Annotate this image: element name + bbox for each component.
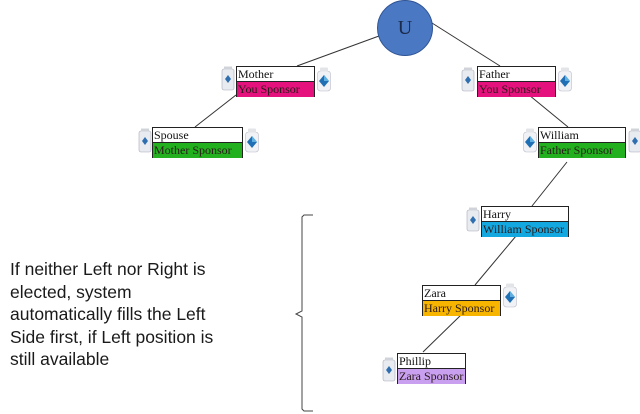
node-sponsor: You Sponsor <box>478 82 555 97</box>
tree-node-william[interactable]: William Father Sponsor <box>538 127 626 158</box>
product-bottle-icon <box>523 128 537 153</box>
node-sponsor: Father Sponsor <box>539 143 625 158</box>
product-bottle-icon <box>461 67 475 92</box>
root-node-you[interactable]: U <box>377 0 433 56</box>
edge-root-father <box>431 22 501 67</box>
product-bottle-icon <box>503 283 517 308</box>
node-name: Father <box>478 67 555 82</box>
product-bottle-icon <box>317 67 331 92</box>
product-bottle-icon <box>628 128 640 153</box>
product-bottle-icon <box>245 128 259 153</box>
product-bottle-icon <box>558 67 572 92</box>
node-name: William <box>539 128 625 143</box>
tree-node-spouse[interactable]: Spouse Mother Sponsor <box>152 127 243 158</box>
edge-zara-phillip <box>422 313 463 353</box>
edge-root-mother <box>296 35 380 67</box>
node-sponsor: Mother Sponsor <box>153 143 242 158</box>
note-line: still available <box>10 349 110 369</box>
node-name: Zara <box>423 286 500 301</box>
note-line: elected, system <box>10 281 132 302</box>
tree-node-harry[interactable]: Harry William Sponsor <box>481 206 569 237</box>
node-sponsor: Harry Sponsor <box>423 301 500 316</box>
edge-mother-spouse <box>194 94 237 128</box>
node-sponsor: Zara Sponsor <box>398 369 465 384</box>
node-name: Harry <box>482 207 568 222</box>
node-sponsor: You Sponsor <box>237 82 314 97</box>
tree-node-phillip[interactable]: Phillip Zara Sponsor <box>397 353 466 384</box>
product-bottle-icon <box>466 207 480 232</box>
tree-node-father[interactable]: Father You Sponsor <box>477 66 556 97</box>
product-bottle-icon <box>221 66 235 91</box>
edge-harry-zara <box>474 235 517 286</box>
product-bottle-icon <box>138 128 152 153</box>
node-sponsor: William Sponsor <box>482 222 568 237</box>
node-name: Phillip <box>398 354 465 369</box>
tree-node-mother[interactable]: Mother You Sponsor <box>236 66 315 97</box>
edge-father-william <box>528 94 569 128</box>
placement-rule-note: If neither Left nor Right is elected, sy… <box>10 258 290 371</box>
edge-william-harry <box>531 161 568 207</box>
product-bottle-icon <box>382 357 396 382</box>
note-line: Side first, if Left position is <box>10 326 214 347</box>
tree-node-zara[interactable]: Zara Harry Sponsor <box>422 285 501 316</box>
node-name: Spouse <box>153 128 242 143</box>
brace-bracket <box>294 214 313 412</box>
root-label: U <box>397 16 413 39</box>
note-line: If neither Left nor Right is <box>10 259 206 279</box>
note-line: automatically fills the Left <box>10 304 206 324</box>
node-name: Mother <box>237 67 314 82</box>
